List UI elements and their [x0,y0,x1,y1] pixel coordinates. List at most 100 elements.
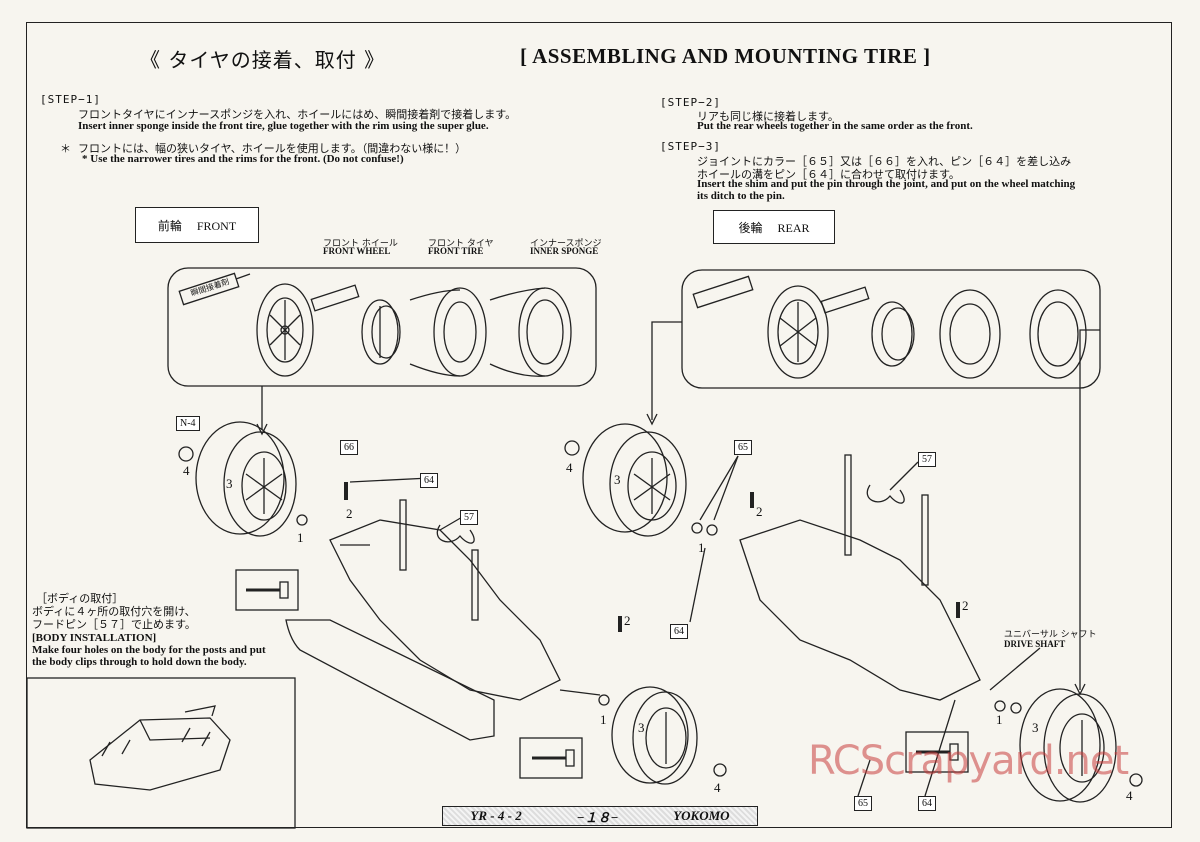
drive-shaft-en: DRIVE SHAFT [1004,639,1066,649]
step1-note-jp: フロントには、幅の狭いタイヤ、ホイールを使用します。（間違わない様に！） [78,142,467,155]
chassis-front-left [285,499,622,741]
glue-tube-rear-2 [820,286,870,314]
front-tire-label-en: FRONT TIRE [428,246,484,256]
num-4-rr: 4 [1126,788,1133,803]
pin-inset-2 [519,737,583,779]
title-japanese: 《 タイヤの接着、取付 》 [140,48,386,72]
arrow-rear-left [651,321,682,420]
tag-65-rear: 65 [734,440,752,455]
front-assembled-tire [256,283,314,377]
step1-label: [STEP−1] [40,93,101,106]
step2-label: [STEP−2] [660,96,721,109]
num-1-rr: 1 [996,712,1003,727]
front-wheel-label-jp: フロント ホイール [323,239,398,249]
tag-64-rear: 64 [670,624,688,639]
tag-n4: N-4 [176,416,200,431]
drive-shaft-jp: ユニバーサル シャフト [1004,630,1097,640]
num-2-fl: 2 [346,506,353,521]
num-4-fr: 4 [714,780,721,795]
step1-en: Insert inner sponge inside the front tir… [78,120,489,132]
tag-64-front: 64 [420,473,438,488]
nut-rear-right [1129,773,1143,787]
footer-brand: YOKOMO [673,808,730,823]
body-install-jp-title: ［ボディの取付］ [36,592,124,605]
num-1-fl: 1 [297,530,304,545]
front-right-tire [611,686,698,785]
rear-left-tire [582,423,687,537]
watermark: RCScrapyard.net [808,738,1129,784]
step3-jp1: ジョイントにカラー［６５］又は［６６］を入れ、ピン［６４］を差し込み [697,155,1072,168]
num-3-fl: 3 [226,476,233,491]
rear-box: 後輪 REAR [713,210,835,244]
pin-inset-1 [235,569,299,611]
shim-front-2 [598,694,610,706]
page-footer: YR - 4 - 2 −１８− YOKOMO [442,806,758,826]
num-1-fr: 1 [600,712,607,727]
rear-wheel-part [871,301,915,367]
num-2-rl: 2 [756,504,763,519]
title-english: [ ASSEMBLING AND MOUNTING TIRE ] [520,44,931,68]
step2-en: Put the rear wheels together in the same… [697,120,973,132]
glue-tube-front-2 [310,284,360,312]
step1-note-en: * Use the narrower tires and the rims fo… [82,153,404,165]
body-install-en-title: [BODY INSTALLATION] [32,632,157,644]
rear-assembled-tire [767,285,829,379]
num-2-rr: 2 [962,598,969,613]
step3-label: [STEP−3] [660,140,721,153]
body-install-en2: the body clips through to hold down the … [32,656,247,668]
front-box: 前輪 FRONT [135,207,259,243]
num-4-rl: 4 [566,460,573,475]
body-install-jp2: フードピン［５７］で止めます。 [32,618,196,631]
num-2-fr: 2 [624,613,631,628]
front-wheel-label-en: FRONT WHEEL [323,246,391,256]
tag-57-rear: 57 [918,452,936,467]
inner-sponge-label-jp: インナースポンジ [530,239,602,249]
glue-tube-front [178,272,251,306]
num-1-rl: 1 [698,540,705,555]
shim-rear-1 [691,522,703,534]
rear-right-tire [1019,688,1117,803]
car-body-illustration [89,705,231,791]
num-4-fl: 4 [183,463,190,478]
shim-rear-2 [706,524,718,536]
footer-model: YR - 4 - 2 [470,808,522,823]
body-installation-inset [26,677,296,829]
step1-note-mark: ＊ [60,142,71,155]
num-3-fr: 3 [638,720,645,735]
front-tire-part [409,287,487,377]
num-3-rr: 3 [1032,720,1039,735]
body-install-jp1: ボディに４ヶ所の取付穴を開け、 [32,605,196,618]
chassis-rear [739,454,981,701]
step3-en2: its ditch to the pin. [697,190,785,202]
inner-sponge-label-en: INNER SPONGE [530,246,599,256]
nut-front-2 [713,763,727,777]
front-tire-panel [167,267,597,387]
front-left-tire [195,421,297,537]
arrow-rear-right [1079,329,1100,690]
step2-jp: リアも同じ様に接着します。 [697,110,839,123]
page-frame [26,22,1172,828]
step3-jp2: ホイールの溝をピン［６４］に合わせて取付けます。 [697,168,960,181]
tag-64-bottom: 64 [918,796,936,811]
shim-rear-3 [994,700,1006,712]
step3-en1: Insert the shim and put the pin through … [697,178,1076,190]
inner-sponge-part [489,287,572,377]
nut-n4-front [178,446,194,462]
tag-57-front: 57 [460,510,478,525]
pin-inset-3 [905,731,969,773]
front-tire-label-jp: フロント タイヤ [428,239,494,249]
body-install-en1: Make four holes on the body for the post… [32,644,266,656]
rear-tire-panel [681,269,1101,389]
nut-rear-left [564,440,580,456]
shim-front [296,514,308,526]
glue-tube-rear [692,275,754,309]
tag-66: 66 [340,440,358,455]
shim-rear-4 [1010,702,1022,714]
num-3-rl: 3 [614,472,621,487]
front-wheel-part [361,299,401,365]
rear-sponge-part [1029,289,1087,379]
rear-tire-part [939,289,1001,379]
step1-jp: フロントタイヤにインナースポンジを入れ、ホイールにはめ、瞬間接着剤で接着します。 [78,108,517,121]
tag-65-bottom: 65 [854,796,872,811]
